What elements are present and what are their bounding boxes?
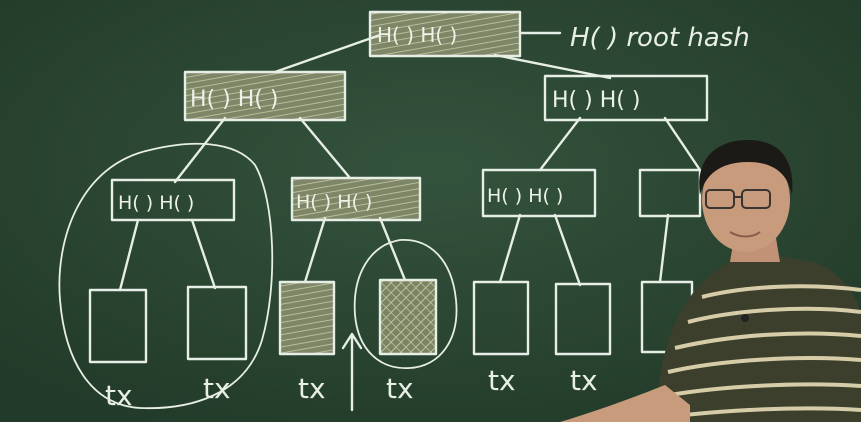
shirt-stripes bbox=[659, 284, 861, 420]
level2-node-2-label: H( ) H( ) bbox=[296, 191, 372, 213]
tx-label-4: tx bbox=[386, 372, 414, 405]
tx-label-1: tx bbox=[105, 379, 133, 412]
level2-node-3-label: H( ) H( ) bbox=[487, 185, 563, 207]
lecturer-head bbox=[702, 148, 790, 252]
tx-label-6: tx bbox=[570, 364, 598, 397]
lavalier-mic bbox=[741, 314, 749, 322]
root-hash-annotation: H( ) root hash bbox=[570, 23, 750, 53]
leaf-5 bbox=[472, 280, 530, 356]
root-node bbox=[368, 10, 522, 58]
level2-node-2 bbox=[290, 176, 422, 222]
lecturer-glasses bbox=[705, 189, 771, 209]
level1-left-label: H( ) H( ) bbox=[190, 87, 278, 112]
level1-left-node bbox=[183, 70, 347, 122]
level2-node-1-label: H( ) H( ) bbox=[118, 192, 194, 214]
leaf-3 bbox=[278, 280, 336, 356]
root-node-label: H( ) H( ) bbox=[377, 23, 457, 47]
level2-node-3 bbox=[481, 168, 597, 218]
leaf-6 bbox=[554, 282, 612, 356]
level1-right-node bbox=[543, 74, 709, 122]
leaf-4-proof bbox=[378, 278, 438, 356]
lecturer bbox=[560, 140, 861, 422]
chalk-drawing: H( ) H( ) H( ) root hash H( ) H( ) H( ) … bbox=[58, 10, 750, 412]
lecturer-arm bbox=[560, 385, 690, 422]
tx-label-3: tx bbox=[298, 372, 326, 405]
tx-label-5: tx bbox=[488, 364, 516, 397]
proof-tx-circle bbox=[353, 239, 458, 369]
tx-label-2: tx bbox=[203, 372, 231, 405]
lecturer-hair bbox=[699, 140, 793, 195]
leaf-2 bbox=[186, 285, 248, 361]
left-subtree-circle bbox=[58, 142, 274, 410]
level2-node-1 bbox=[110, 178, 236, 222]
leaf-1 bbox=[88, 288, 148, 364]
level1-right-label: H( ) H( ) bbox=[552, 88, 640, 113]
